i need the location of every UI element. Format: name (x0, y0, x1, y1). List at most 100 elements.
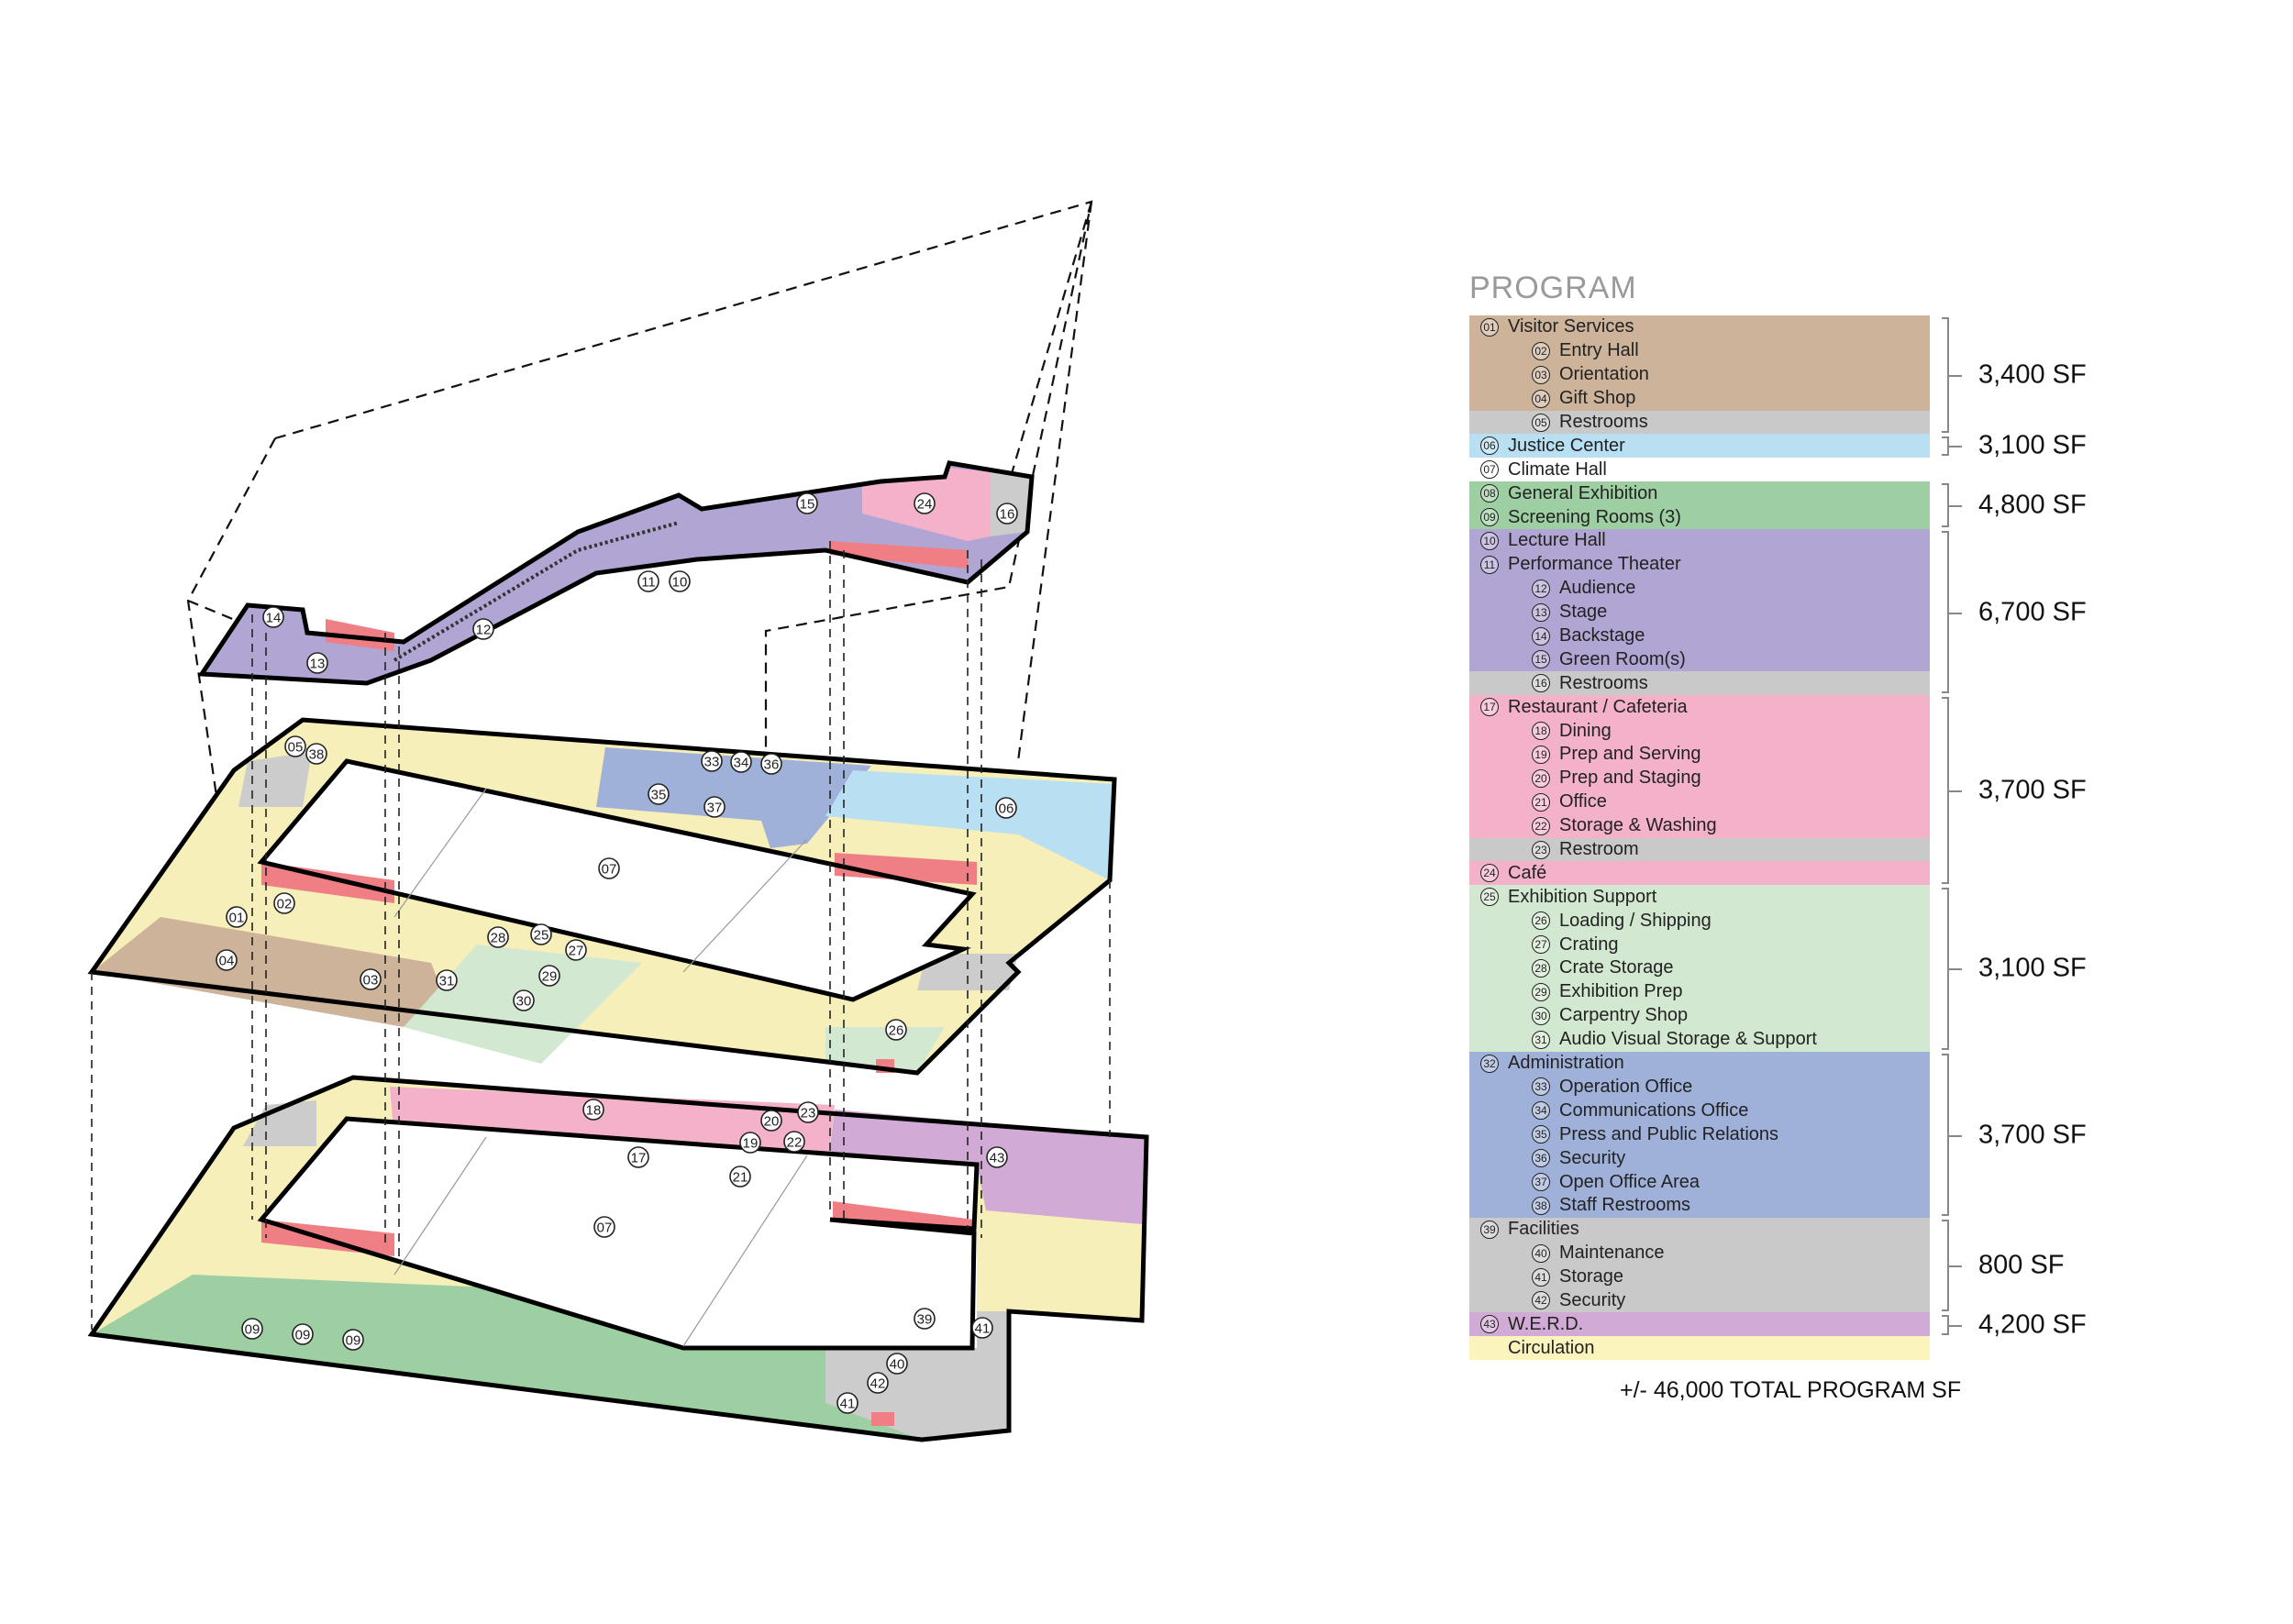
room-number-18: 18 (582, 1099, 604, 1121)
legend-label: Circulation (1508, 1337, 1595, 1358)
room-number-20: 20 (760, 1110, 782, 1132)
room-number-11: 11 (637, 570, 659, 592)
legend-row: 37 Open Office Area (1469, 1170, 1930, 1194)
svg-text:11: 11 (641, 575, 656, 591)
legend-label: Administration (1508, 1053, 1624, 1074)
svg-text:12: 12 (476, 623, 492, 638)
legend-label: Visitor Services (1508, 316, 1634, 337)
room-number-28: 28 (487, 926, 509, 948)
room-number-29: 29 (538, 965, 560, 987)
sf-label: 4,800 SF (1978, 490, 2087, 520)
legend-number-badge: 12 (1532, 579, 1550, 598)
legend-number-badge: 04 (1532, 389, 1550, 408)
room-number-27: 27 (565, 939, 587, 961)
room-number-33: 33 (701, 750, 723, 772)
svg-text:24: 24 (917, 497, 933, 513)
svg-text:19: 19 (743, 1136, 759, 1152)
svg-text:14: 14 (266, 611, 282, 626)
legend-label: Restrooms (1559, 672, 1648, 693)
sf-bracket-tick (1949, 612, 1962, 614)
legend-row: 07 Climate Hall (1469, 458, 1930, 482)
legend-number-badge: 08 (1480, 484, 1499, 503)
room-number-09: 09 (342, 1329, 364, 1351)
legend-number-badge: 39 (1480, 1220, 1499, 1239)
svg-text:33: 33 (704, 755, 720, 770)
svg-text:17: 17 (631, 1151, 647, 1166)
sf-bracket (1942, 887, 1949, 1050)
room-number-22: 22 (783, 1131, 805, 1153)
legend-number-badge: 20 (1532, 768, 1550, 788)
legend-number-badge: 11 (1480, 555, 1499, 574)
room-number-16: 16 (996, 503, 1018, 525)
legend-label: W.E.R.D. (1508, 1313, 1584, 1334)
room-number-30: 30 (513, 989, 535, 1011)
svg-text:20: 20 (764, 1114, 780, 1130)
legend-label: Gift Shop (1559, 388, 1636, 409)
room-number-01: 01 (226, 906, 248, 928)
room-number-41: 41 (971, 1317, 993, 1339)
legend-number-badge: 05 (1532, 413, 1550, 432)
legend-number-badge: 33 (1532, 1077, 1550, 1097)
legend-number-badge: 30 (1532, 1006, 1550, 1025)
svg-text:06: 06 (999, 801, 1014, 817)
legend-number-badge: 40 (1532, 1243, 1550, 1263)
legend-label: Crate Storage (1559, 957, 1674, 978)
svg-text:09: 09 (295, 1328, 311, 1343)
legend-number-badge: 34 (1532, 1101, 1550, 1121)
legend-number-badge: 13 (1532, 602, 1550, 622)
svg-text:37: 37 (707, 801, 723, 816)
room-number-17: 17 (627, 1146, 649, 1168)
legend-number-badge: 07 (1480, 460, 1499, 480)
svg-text:22: 22 (787, 1135, 803, 1151)
legend-row: Circulation (1469, 1336, 1930, 1361)
room-number-07: 07 (593, 1216, 615, 1238)
legend-number-badge: 15 (1532, 650, 1550, 669)
room-number-04: 04 (216, 949, 238, 971)
legend-label: Loading / Shipping (1559, 910, 1711, 931)
sf-label: 3,700 SF (1978, 775, 2087, 805)
room-number-07: 07 (598, 857, 620, 879)
svg-text:07: 07 (602, 862, 617, 878)
legend-number-badge: 37 (1532, 1173, 1550, 1191)
svg-text:09: 09 (346, 1333, 361, 1349)
sf-bracket (1942, 697, 1949, 884)
legend-total: +/- 46,000 TOTAL PROGRAM SF (1620, 1376, 1962, 1403)
sf-bracket-tick (1949, 505, 1962, 508)
legend-row: 28 Crate Storage (1469, 956, 1930, 980)
sf-bracket-tick (1949, 968, 1962, 971)
legend-number-badge: 32 (1480, 1054, 1499, 1073)
vertical-alignment-lines (91, 541, 1111, 1330)
legend-label: Staff Restrooms (1559, 1195, 1691, 1216)
sf-bracket-tick (1949, 374, 1962, 377)
legend-label: Justice Center (1508, 435, 1625, 456)
legend-number-badge: 03 (1532, 365, 1550, 384)
legend-number-badge: 22 (1532, 816, 1550, 835)
room-number-03: 03 (360, 968, 382, 990)
svg-text:03: 03 (363, 973, 379, 989)
lower-floor-plan (87, 1075, 1149, 1442)
svg-text:42: 42 (870, 1376, 886, 1392)
svg-text:05: 05 (288, 740, 304, 756)
svg-text:26: 26 (889, 1023, 904, 1039)
legend-label: Open Office Area (1559, 1171, 1700, 1192)
legend-label: Climate Hall (1508, 458, 1607, 480)
legend-label: Storage (1559, 1266, 1624, 1287)
legend-label: Communications Office (1559, 1099, 1749, 1121)
legend-number-badge: 23 (1532, 840, 1550, 859)
legend-number-badge: 28 (1532, 958, 1550, 978)
sf-label: 4,200 SF (1978, 1309, 2087, 1340)
room-number-06: 06 (995, 797, 1017, 819)
legend-label: Screening Rooms (3) (1508, 506, 1681, 527)
legend-label: Security (1559, 1147, 1626, 1168)
room-number-34: 34 (730, 751, 752, 773)
